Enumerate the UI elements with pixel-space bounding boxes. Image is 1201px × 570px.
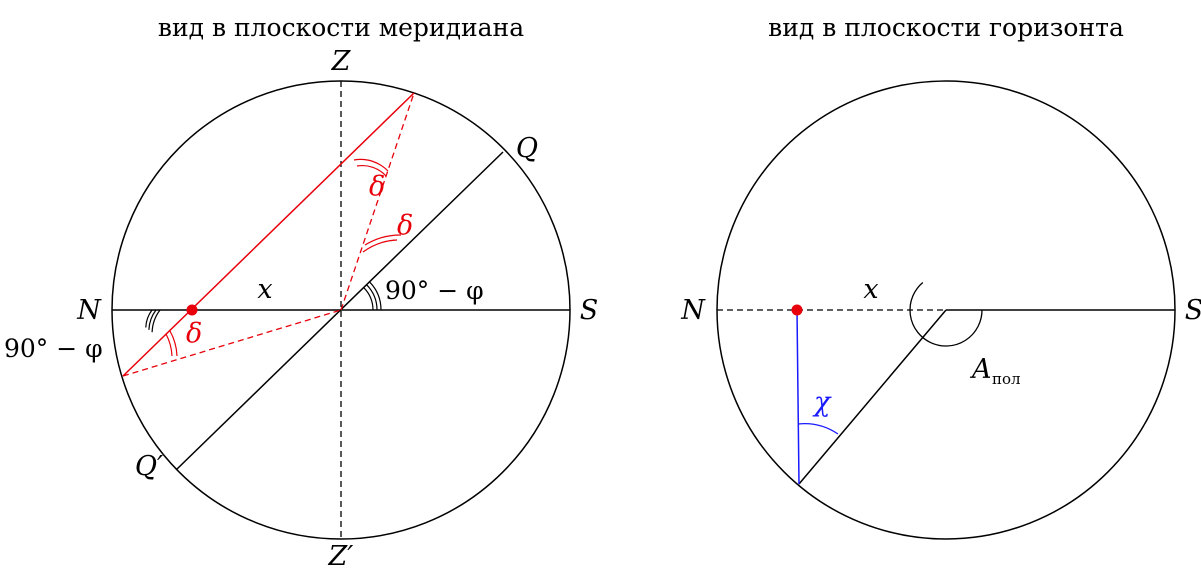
label-south: S	[580, 295, 599, 326]
delta-arc-mid-2	[364, 234, 402, 246]
horizon-view: вид в плоскости горизонта N S x χ A пол	[680, 13, 1201, 540]
object-point	[186, 304, 198, 316]
label-delta-mid: δ	[397, 210, 413, 241]
label-azimuth-subscript: пол	[992, 370, 1021, 388]
label-zenith: Z	[331, 46, 352, 77]
label-ninety-minus-phi-north: 90° − φ	[4, 334, 103, 363]
diurnal-parallel-line	[122, 92, 415, 377]
projection-line	[796, 309, 800, 485]
label-nadir: Z′	[328, 541, 354, 570]
label-south-horizon: S	[1185, 295, 1201, 326]
label-north: N	[76, 295, 102, 326]
label-ninety-minus-phi-center: 90° − φ	[385, 276, 484, 305]
label-north-horizon: N	[680, 295, 706, 326]
angle-arc-center-2	[366, 284, 378, 311]
angle-arc-north-3	[151, 309, 161, 333]
delta-arc-mid-1	[362, 239, 398, 253]
label-azimuth: A	[969, 354, 992, 385]
label-x-horizon: x	[863, 274, 878, 305]
dashed-line-center-to-top	[340, 92, 415, 311]
object-point-horizon	[791, 304, 803, 316]
azimuth-arc	[909, 282, 983, 347]
equator-line	[175, 151, 504, 471]
meridian-view: вид в плоскости меридиана	[4, 13, 598, 570]
label-x: x	[257, 274, 272, 305]
label-equator-top: Q	[516, 133, 538, 164]
delta-arc-upper-1	[356, 164, 387, 177]
delta-arc-north-2	[169, 330, 178, 357]
label-delta-north: δ	[186, 318, 202, 349]
delta-arc-north-1	[165, 333, 173, 357]
label-delta-upper: δ	[369, 171, 385, 202]
angle-arc-center-1	[363, 287, 374, 311]
dashed-line-to-center	[122, 309, 342, 377]
azimuth-line	[798, 309, 947, 485]
horizon-title: вид в плоскости горизонта	[768, 13, 1124, 42]
angle-arc-north-2	[148, 309, 157, 330]
angle-arc-center-3	[369, 281, 382, 311]
meridian-title: вид в плоскости меридиана	[158, 13, 524, 42]
label-chi: χ	[812, 387, 832, 418]
label-equator-bottom: Q′	[135, 451, 163, 482]
delta-arc-upper-2	[353, 158, 389, 172]
angle-arc-north-1	[145, 309, 153, 328]
chi-arc	[797, 423, 839, 435]
